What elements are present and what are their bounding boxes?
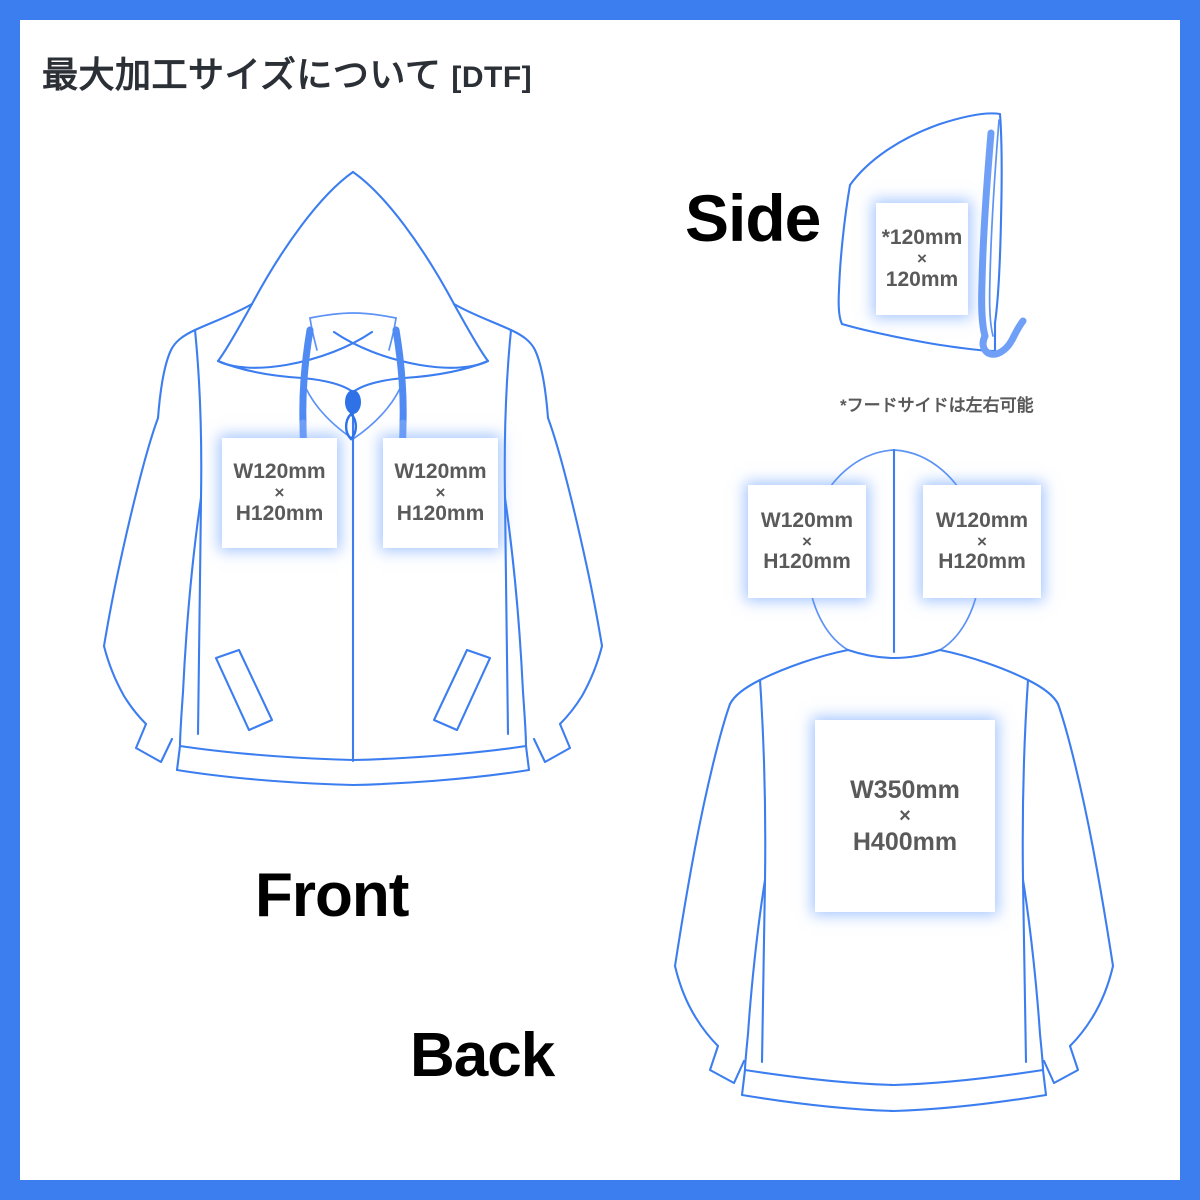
poster-canvas: 最大加工サイズについて [DTF]: [20, 20, 1180, 1180]
print-area-width: *120mm: [881, 226, 963, 250]
print-area-width: W120mm: [233, 460, 326, 484]
print-area-height: H120mm: [235, 501, 324, 525]
print-area-separator: ×: [274, 483, 285, 503]
page-title-text: 最大加工サイズについて: [42, 54, 442, 95]
print-area-separator: ×: [899, 804, 911, 827]
print-area-width: W120mm: [394, 460, 487, 484]
print-area-separator: ×: [977, 531, 987, 551]
print-area-height: H120mm: [938, 550, 1026, 574]
print-area-width: W350mm: [850, 776, 960, 805]
print-area-height: H120mm: [763, 550, 851, 574]
page-title-tag: [DTF]: [451, 61, 533, 94]
print-area-back-hood-right[interactable]: W120mm × H120mm: [923, 485, 1041, 598]
print-area-height: H400mm: [852, 827, 958, 856]
print-area-side-hood[interactable]: *120mm × 120mm: [876, 203, 968, 315]
print-area-height: H120mm: [396, 501, 485, 525]
print-area-separator: ×: [802, 531, 812, 551]
print-area-front-left-chest[interactable]: W120mm × H120mm: [222, 438, 337, 548]
print-area-separator: ×: [917, 249, 927, 269]
side-hood-note: *フードサイドは左右可能: [840, 396, 1034, 415]
print-area-front-right-chest[interactable]: W120mm × H120mm: [383, 438, 498, 548]
hood-side-profile-icon: [837, 112, 1027, 358]
print-area-width: W120mm: [935, 508, 1029, 532]
print-area-width: W120mm: [760, 508, 854, 532]
view-label-side: Side: [685, 181, 821, 255]
view-label-back: Back: [410, 1021, 555, 1090]
zip-hoodie-back-icon: [673, 448, 1115, 1113]
print-area-back-hood-left[interactable]: W120mm × H120mm: [748, 485, 866, 598]
page-title: 最大加工サイズについて [DTF]: [42, 46, 532, 98]
print-area-separator: ×: [435, 483, 446, 503]
view-label-front: Front: [255, 861, 409, 930]
print-area-height: 120mm: [885, 267, 959, 291]
print-area-back-body[interactable]: W350mm × H400mm: [815, 720, 995, 912]
